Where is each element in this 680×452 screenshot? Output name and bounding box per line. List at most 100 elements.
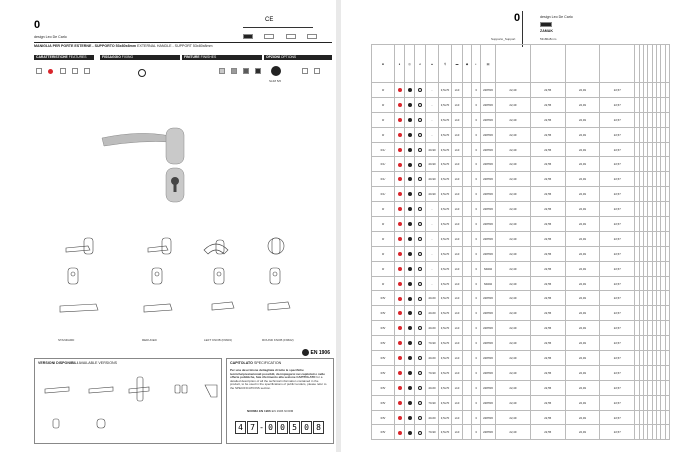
row-qty: x10 bbox=[451, 82, 463, 98]
row-code: 0/5/ bbox=[371, 305, 395, 322]
price-cell: 22,55 bbox=[529, 96, 566, 113]
versions-panel-title: VERSIONI DISPONIBILI AVAILABLE VERSIONS bbox=[38, 361, 117, 365]
price-cell: 22,49 bbox=[495, 275, 531, 292]
price-cell: 22,49 bbox=[564, 156, 601, 173]
header-cell bbox=[495, 44, 531, 83]
right-page: 0 design Leo De Carlo ZAMAK Supporto_Sup… bbox=[341, 0, 680, 452]
price-cell: 22,49 bbox=[564, 335, 601, 352]
price-cell: 22,49 bbox=[564, 320, 601, 337]
price-cell: 22,55 bbox=[529, 364, 566, 381]
blank-cell bbox=[462, 245, 472, 262]
red-dot-icon bbox=[394, 201, 405, 218]
finish-swatch-icon bbox=[231, 68, 237, 74]
dark-dot-icon bbox=[404, 141, 415, 158]
row-code: 0/ bbox=[371, 201, 395, 218]
row-article: N9202 bbox=[480, 275, 496, 292]
price-cell: 22,49 bbox=[495, 335, 531, 352]
finish-swatch-icon bbox=[219, 68, 225, 74]
norm-digit: 0 bbox=[265, 421, 276, 434]
price-cell: 22,49 bbox=[564, 245, 601, 262]
price-cell: 22,55 bbox=[529, 350, 566, 366]
header-cell: ⌀ bbox=[414, 44, 426, 83]
red-dot-icon bbox=[394, 245, 405, 262]
row-code: 0/5/ bbox=[371, 379, 395, 396]
row-screw: 3,5x70 bbox=[438, 424, 452, 441]
row-length: 40-60 bbox=[425, 305, 439, 322]
row-article: 2287R0 bbox=[480, 126, 496, 143]
dark-dot-icon bbox=[404, 394, 415, 411]
price-cell: 22,57 bbox=[599, 141, 636, 158]
blank-cell bbox=[462, 216, 472, 232]
price-cell: 22,49 bbox=[564, 275, 601, 292]
red-dot-icon bbox=[394, 290, 405, 307]
red-dot-icon bbox=[394, 82, 405, 98]
header-cell: ● bbox=[394, 44, 405, 83]
red-dot-icon bbox=[394, 96, 405, 113]
row-qty: x10 bbox=[451, 364, 463, 381]
dark-dot-icon bbox=[404, 260, 415, 277]
price-cell: 22,57 bbox=[599, 126, 636, 143]
version-label: REDUCED bbox=[142, 338, 157, 342]
row-article: 2287R0 bbox=[480, 394, 496, 411]
price-cell: 22,49 bbox=[495, 320, 531, 337]
norm-digit: - bbox=[259, 423, 264, 432]
price-cell: 22,57 bbox=[599, 320, 636, 337]
row-count: 3 bbox=[471, 290, 481, 307]
blank-cell bbox=[462, 394, 472, 411]
price-cell bbox=[664, 275, 671, 292]
red-dot-icon bbox=[394, 305, 405, 322]
row-article: 2287R0 bbox=[480, 290, 496, 307]
row-count: 3 bbox=[471, 364, 481, 381]
price-cell: 22,55 bbox=[529, 141, 566, 158]
price-cell: 22,57 bbox=[599, 111, 636, 128]
row-length: 40-90 bbox=[425, 171, 439, 188]
row-screw: 3,5x70 bbox=[438, 171, 452, 188]
row-article: 2287R0 bbox=[480, 230, 496, 247]
row-screw: 3,5x70 bbox=[438, 82, 452, 98]
version-label: ROUND KNOB (F9602) bbox=[262, 338, 294, 342]
row-count: 3 bbox=[471, 156, 481, 173]
row-length: 70-90 bbox=[425, 424, 439, 441]
price-cell bbox=[664, 186, 671, 203]
red-dot-icon bbox=[394, 394, 405, 411]
price-cell: 22,49 bbox=[564, 305, 601, 322]
row-qty: x10 bbox=[451, 126, 463, 143]
ring-icon bbox=[414, 320, 426, 337]
red-dot-icon bbox=[394, 171, 405, 188]
section-options: OPZIONI OPTIONS bbox=[264, 55, 332, 60]
price-cell: 22,55 bbox=[529, 245, 566, 262]
price-cell: 22,55 bbox=[529, 260, 566, 277]
ring-icon bbox=[414, 111, 426, 128]
row-screw: 3,5x70 bbox=[438, 350, 452, 366]
row-length: 40-60 bbox=[425, 320, 439, 337]
price-cell: 22,49 bbox=[495, 364, 531, 381]
row-count: 3 bbox=[471, 320, 481, 337]
row-length: - bbox=[425, 275, 439, 292]
price-cell bbox=[664, 216, 671, 232]
header-cell bbox=[664, 44, 671, 83]
price-cell: 22,49 bbox=[495, 141, 531, 158]
ring-icon bbox=[414, 216, 426, 232]
designer-label: design Leo De Carlo bbox=[540, 15, 573, 19]
row-length: 70-90 bbox=[425, 335, 439, 352]
price-cell: 22,49 bbox=[564, 350, 601, 366]
header-divider bbox=[522, 11, 523, 47]
price-cell: 22,57 bbox=[599, 424, 636, 441]
ring-icon bbox=[414, 186, 426, 203]
price-cell: 22,49 bbox=[564, 260, 601, 277]
feature-icon bbox=[72, 68, 78, 74]
dark-dot-icon bbox=[404, 335, 415, 352]
row-article: 2287R0 bbox=[480, 350, 496, 366]
row-code: 0/ bbox=[371, 96, 395, 113]
ring-icon bbox=[414, 201, 426, 218]
red-dot-icon bbox=[394, 111, 405, 128]
section-finishes: FINITURE FINISHES bbox=[182, 55, 262, 60]
blank-cell bbox=[462, 350, 472, 366]
norm-digit: 0 bbox=[301, 421, 312, 434]
ring-icon bbox=[414, 350, 426, 366]
left-page: 0 design Leo De Carlo CE MANIGLIA PER PO… bbox=[0, 0, 336, 452]
